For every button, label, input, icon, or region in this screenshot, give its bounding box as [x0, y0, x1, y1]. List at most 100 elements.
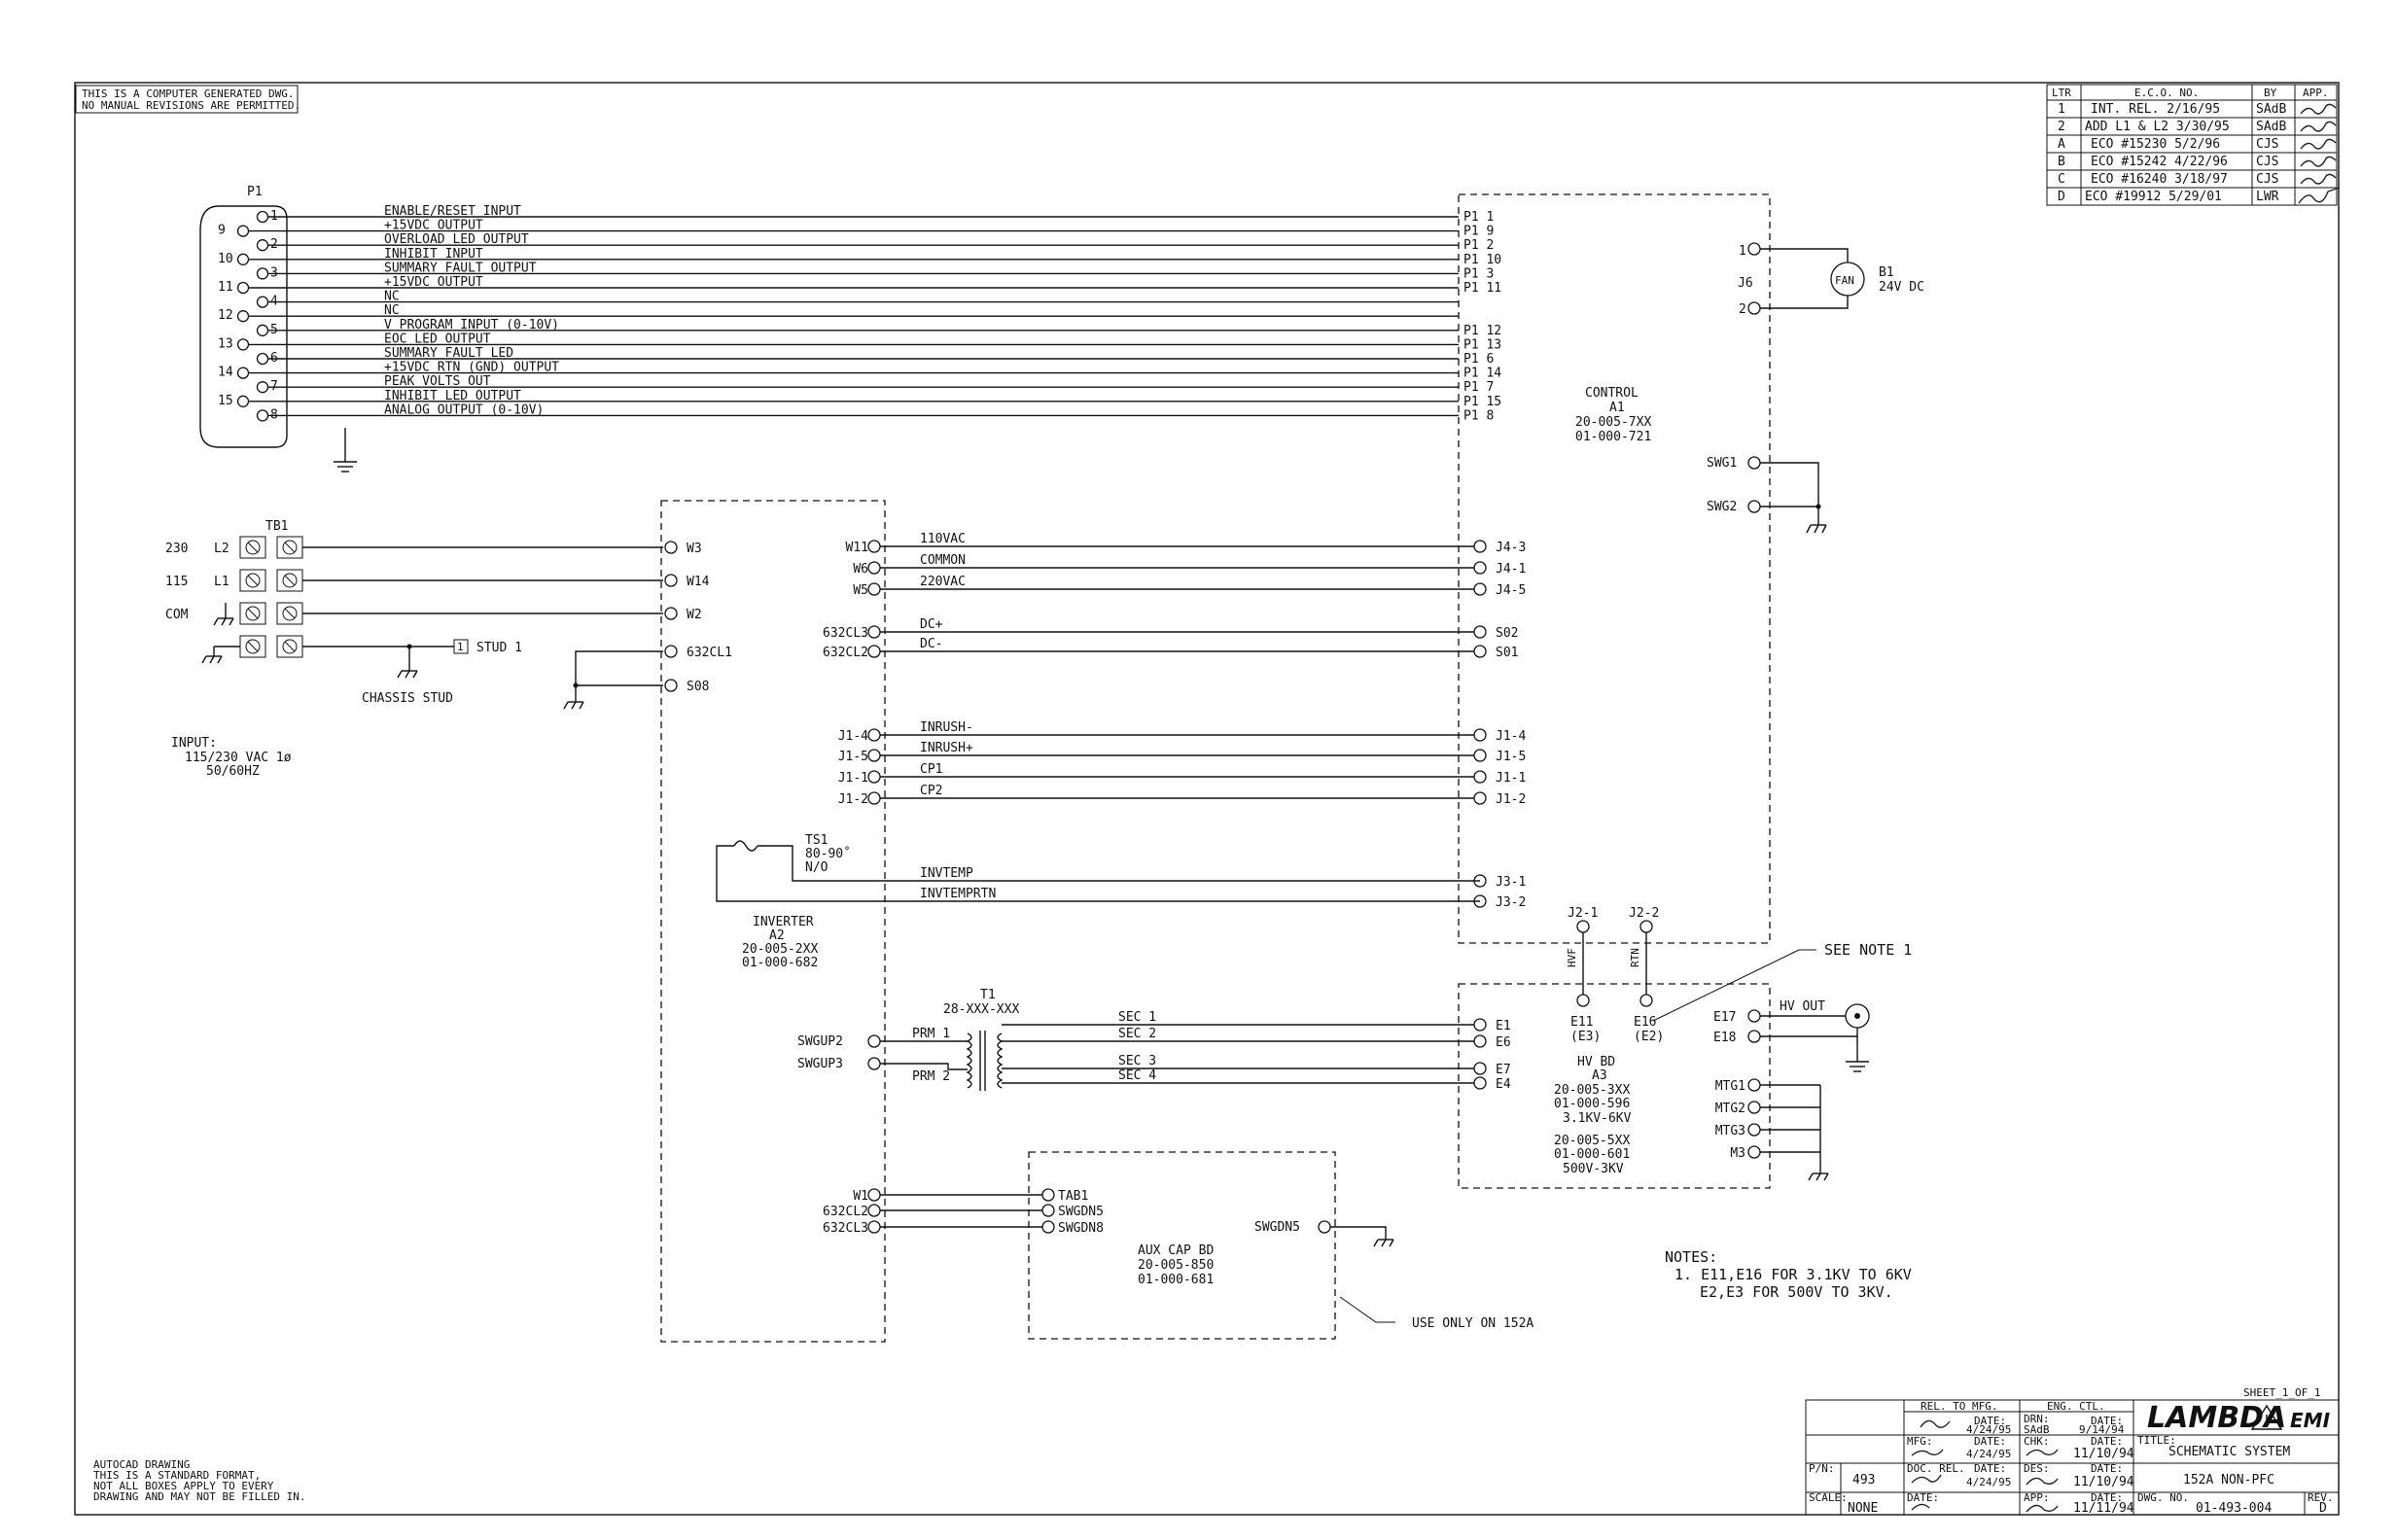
p1-pin [256, 267, 269, 280]
mounting-terminal [1747, 1101, 1761, 1114]
svg-text:ECO #15230 5/2/96: ECO #15230 5/2/96 [2091, 137, 2220, 152]
wire-label: INRUSH+ [920, 741, 973, 755]
svg-text:(E3): (E3) [1570, 1030, 1601, 1044]
svg-text:L2: L2 [214, 542, 229, 556]
control-terminal-label: J1-1 [1496, 771, 1526, 786]
svg-text:SAdB: SAdB [2256, 120, 2286, 134]
drawing-border [74, 82, 2340, 1516]
p1-pin [236, 225, 250, 237]
svg-text:4/24/95: 4/24/95 [1966, 1448, 2011, 1460]
autocad-notice: AUTOCAD DRAWING THIS IS A STANDARD FORMA… [93, 1458, 306, 1503]
swgup-terminals: SWGUP2 SWGUP3 [797, 1034, 881, 1071]
p1-pin [256, 381, 269, 394]
svg-text:B1: B1 [1879, 265, 1894, 280]
svg-text:B: B [2058, 155, 2065, 169]
inverter-input-label: W14 [687, 575, 710, 589]
svg-text:D: D [2319, 1501, 2327, 1516]
control-p1-pin-label: P1 13 [1463, 337, 1501, 352]
wire-label: INRUSH- [920, 720, 973, 735]
svg-text:DATE:: DATE: [1907, 1491, 1939, 1504]
svg-text:TB1: TB1 [265, 519, 288, 534]
p1-pin [236, 253, 250, 265]
inverter-output-terminal [867, 645, 881, 658]
svg-text:CONTROL: CONTROL [1585, 386, 1639, 401]
inverter-output-label: W6 [853, 562, 868, 577]
svg-text:01-000-596: 01-000-596 [1554, 1097, 1630, 1111]
control-p1-pin-label: P1 10 [1463, 253, 1501, 267]
hv-board-input-terminal [1473, 1018, 1487, 1032]
inverter-output-label: 632CL2 [823, 646, 868, 660]
inverter-input-terminal [664, 607, 678, 620]
svg-text:AUX CAP BD: AUX CAP BD [1138, 1243, 1214, 1258]
input-note: INPUT: 115/230 VAC 1ø 50/60HZ [171, 736, 292, 779]
svg-text:SWG2: SWG2 [1707, 500, 1737, 514]
hv-board-input-label: E7 [1496, 1063, 1511, 1077]
inverter-output-label: W11 [846, 541, 868, 555]
wire-label: COMMON [920, 553, 966, 568]
control-terminal [1473, 625, 1487, 639]
svg-text:SWG1: SWG1 [1707, 456, 1737, 471]
svg-text:REL. TO MFG.: REL. TO MFG. [1921, 1400, 1997, 1413]
svg-text:DES:: DES: [2024, 1462, 2050, 1475]
inverter-input-terminal [664, 645, 678, 658]
svg-text:CJS: CJS [2256, 172, 2278, 187]
tb1-input-wires [302, 546, 663, 710]
svg-text:28-XXX-XXX: 28-XXX-XXX [943, 1002, 1019, 1017]
hv-board-input-terminal [1473, 1034, 1487, 1048]
svg-text:APP.: APP. [2303, 87, 2329, 99]
control-board-label: CONTROL A1 20-005-7XX 01-000-721 [1575, 386, 1651, 444]
p1-signal-label: NC [384, 290, 400, 304]
svg-text:DRAWING AND MAY NOT BE FILLED: DRAWING AND MAY NOT BE FILLED IN. [93, 1490, 306, 1503]
secondary-label: SEC 2 [1118, 1027, 1156, 1041]
inverter-output-terminal [867, 770, 881, 784]
inverter-aux-label: 632CL2 [823, 1205, 868, 1219]
control-p1-pin-label: P1 7 [1463, 380, 1494, 395]
svg-text:NO MANUAL REVISIONS ARE PERMIT: NO MANUAL REVISIONS ARE PERMITTED. [82, 99, 300, 112]
inverter-input-terminal [664, 679, 678, 692]
inverter-output-terminal [867, 749, 881, 762]
svg-text:01-000-681: 01-000-681 [1138, 1273, 1214, 1287]
p1-signal-label: SUMMARY FAULT OUTPUT [384, 261, 537, 275]
aux-terminal-label: SWGDN5 [1058, 1205, 1104, 1219]
inverter-input-label: W3 [687, 542, 702, 556]
inverter-board-outline [660, 500, 886, 1343]
control-p1-pin-label: P1 14 [1463, 367, 1501, 381]
p1-signal-label: ENABLE/RESET INPUT [384, 204, 521, 219]
svg-text:E17: E17 [1713, 1010, 1736, 1025]
svg-text:1. E11,E16 FOR 3.1KV TO 6: 1. E11,E16 FOR 3.1KV TO 6KV [1674, 1266, 1912, 1283]
svg-text:11/10/94: 11/10/94 [2073, 1447, 2134, 1461]
inverter-aux-terminal [867, 1204, 881, 1217]
secondary-label: SEC 1 [1118, 1010, 1156, 1025]
svg-text:2: 2 [2058, 120, 2065, 134]
svg-text:CJS: CJS [2256, 155, 2278, 169]
mounting-terminal-label: MTG1 [1715, 1079, 1745, 1094]
svg-text:C: C [2058, 172, 2065, 187]
svg-text:CHK:: CHK: [2024, 1435, 2050, 1448]
svg-text:MFG:: MFG: [1907, 1435, 1933, 1448]
inverter-input-label: 632CL1 [687, 646, 732, 660]
control-terminal-label: J1-5 [1496, 750, 1526, 764]
wire-label: 220VAC [920, 575, 966, 589]
mounting-terminal [1747, 1123, 1761, 1137]
svg-text:1: 1 [457, 641, 464, 653]
j2-connector: J2-1 J2-2 HVF RTN [1566, 906, 1659, 995]
svg-text:SAdB: SAdB [2256, 102, 2286, 117]
svg-text:2: 2 [1739, 302, 1746, 317]
control-terminal [1473, 582, 1487, 596]
sheet-number: SHEET_1_OF_1 [2243, 1386, 2320, 1399]
svg-text:A: A [2058, 137, 2065, 152]
svg-text:9/14/94: 9/14/94 [2079, 1423, 2125, 1436]
aux-terminal [1041, 1188, 1055, 1202]
svg-text:L1: L1 [214, 575, 229, 589]
svg-text:J2-2: J2-2 [1629, 906, 1659, 921]
p1-pin [256, 239, 269, 252]
inverter-output-terminal [867, 582, 881, 596]
inverter-output-terminal [867, 561, 881, 575]
svg-text:(E2): (E2) [1634, 1030, 1664, 1044]
p1-pin-number: 15 [218, 394, 233, 408]
control-p1-pin-label: P1 1 [1463, 210, 1494, 225]
svg-text:493: 493 [1852, 1473, 1875, 1488]
